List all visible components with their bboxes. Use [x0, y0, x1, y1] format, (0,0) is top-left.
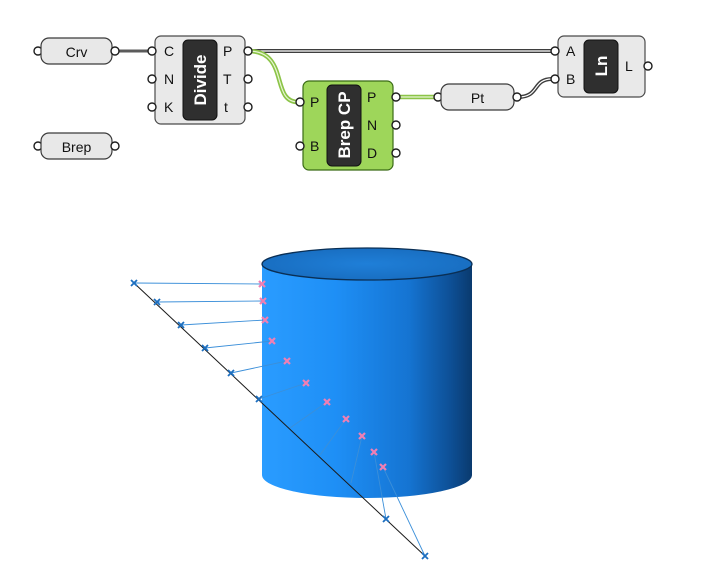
closest-point-marker [261, 316, 269, 324]
divide-output-p-grip[interactable] [243, 46, 253, 56]
projection-line [133, 282, 263, 285]
ln-name: Ln [592, 56, 611, 77]
projection-line [289, 401, 328, 429]
divide-input-n-grip[interactable] [147, 74, 157, 84]
closest-point-marker [268, 337, 276, 345]
cylinder-brep [261, 247, 473, 498]
param-crv[interactable]: Crv [33, 37, 120, 65]
crv-label: Crv [66, 44, 88, 60]
divide-points [130, 279, 429, 560]
closest-point-marker [259, 297, 267, 305]
pt-label: Pt [471, 90, 484, 106]
divide-output-t-grip[interactable] [243, 74, 253, 84]
divide-output-t: T [223, 71, 232, 87]
projection-line [258, 382, 307, 400]
divide-input-n: N [164, 71, 174, 87]
param-brep[interactable]: Brep [33, 132, 120, 160]
divide-output-p: P [223, 43, 232, 59]
input-curve [133, 282, 426, 557]
cylinder-top-cap [261, 247, 473, 281]
brep-cp-input-p: P [310, 94, 319, 110]
closest-point-marker [379, 463, 387, 471]
closest-point-marker [323, 398, 331, 406]
point-marker [153, 298, 161, 306]
brep-cp-output-d: D [367, 145, 377, 161]
closest-point-marker [358, 432, 366, 440]
brep-cp-output-n: N [367, 117, 377, 133]
projection-line [373, 451, 387, 520]
component-ln[interactable]: Ln A B L [550, 35, 653, 98]
point-marker [201, 344, 209, 352]
brep-output-grip[interactable] [110, 141, 120, 151]
ln-output-l: L [625, 58, 633, 74]
brep-label: Brep [62, 139, 92, 155]
brep-cp-name: Brep CP [335, 91, 354, 158]
component-divide[interactable]: Divide C N K P T t [147, 35, 253, 125]
brep-cp-input-p-grip[interactable] [295, 97, 305, 107]
brep-cp-output-d-grip[interactable] [391, 148, 401, 158]
ln-output-l-grip[interactable] [643, 61, 653, 71]
projection-line [180, 319, 266, 326]
wire-divide-brepcp [247, 48, 299, 105]
ln-input-b: B [566, 71, 575, 87]
brep-cp-output-p: P [367, 89, 376, 105]
crv-output-grip[interactable] [110, 46, 120, 56]
projection-line [350, 435, 363, 484]
divide-input-k-grip[interactable] [147, 102, 157, 112]
wire-divide-brepcp-highlight [247, 50, 299, 103]
wire-pt-ln-highlight [517, 78, 553, 98]
pt-output-grip[interactable] [512, 92, 522, 102]
viewport-preview [130, 247, 473, 560]
closest-point-marker [283, 357, 291, 365]
closest-point-marker [258, 280, 266, 288]
point-marker [130, 279, 138, 287]
divide-input-k: K [164, 99, 174, 115]
closest-point-marker [370, 448, 378, 456]
projection-line [156, 300, 264, 303]
projection-lines [133, 282, 426, 557]
brep-cp-input-b-grip[interactable] [295, 141, 305, 151]
closest-points [258, 280, 387, 471]
wires [116, 48, 553, 148]
divide-output-t-lower-grip[interactable] [243, 102, 253, 112]
ln-input-a-grip[interactable] [550, 46, 560, 56]
point-marker [227, 369, 235, 377]
component-brep-cp[interactable]: Brep CP P B P N D [295, 80, 401, 171]
divide-input-c-grip[interactable] [147, 46, 157, 56]
divide-output-t-lower: t [224, 99, 228, 115]
wire-pt-ln [517, 77, 553, 99]
point-marker [421, 552, 429, 560]
brep-cp-output-p-grip[interactable] [391, 92, 401, 102]
projection-line [382, 466, 426, 557]
closest-point-marker [302, 379, 310, 387]
point-marker [177, 321, 185, 329]
closest-point-marker [342, 415, 350, 423]
ln-input-a: A [566, 43, 576, 59]
point-marker [255, 395, 263, 403]
divide-name: Divide [191, 54, 210, 105]
brep-cp-output-n-grip[interactable] [391, 120, 401, 130]
brep-cp-input-b: B [310, 138, 319, 154]
projection-line [230, 360, 288, 374]
param-pt[interactable]: Pt [433, 83, 522, 111]
divide-input-c: C [164, 43, 174, 59]
projection-line [319, 418, 347, 456]
ln-input-b-grip[interactable] [550, 74, 560, 84]
cylinder-side [262, 264, 472, 498]
projection-line [204, 340, 273, 349]
point-marker [382, 515, 390, 523]
